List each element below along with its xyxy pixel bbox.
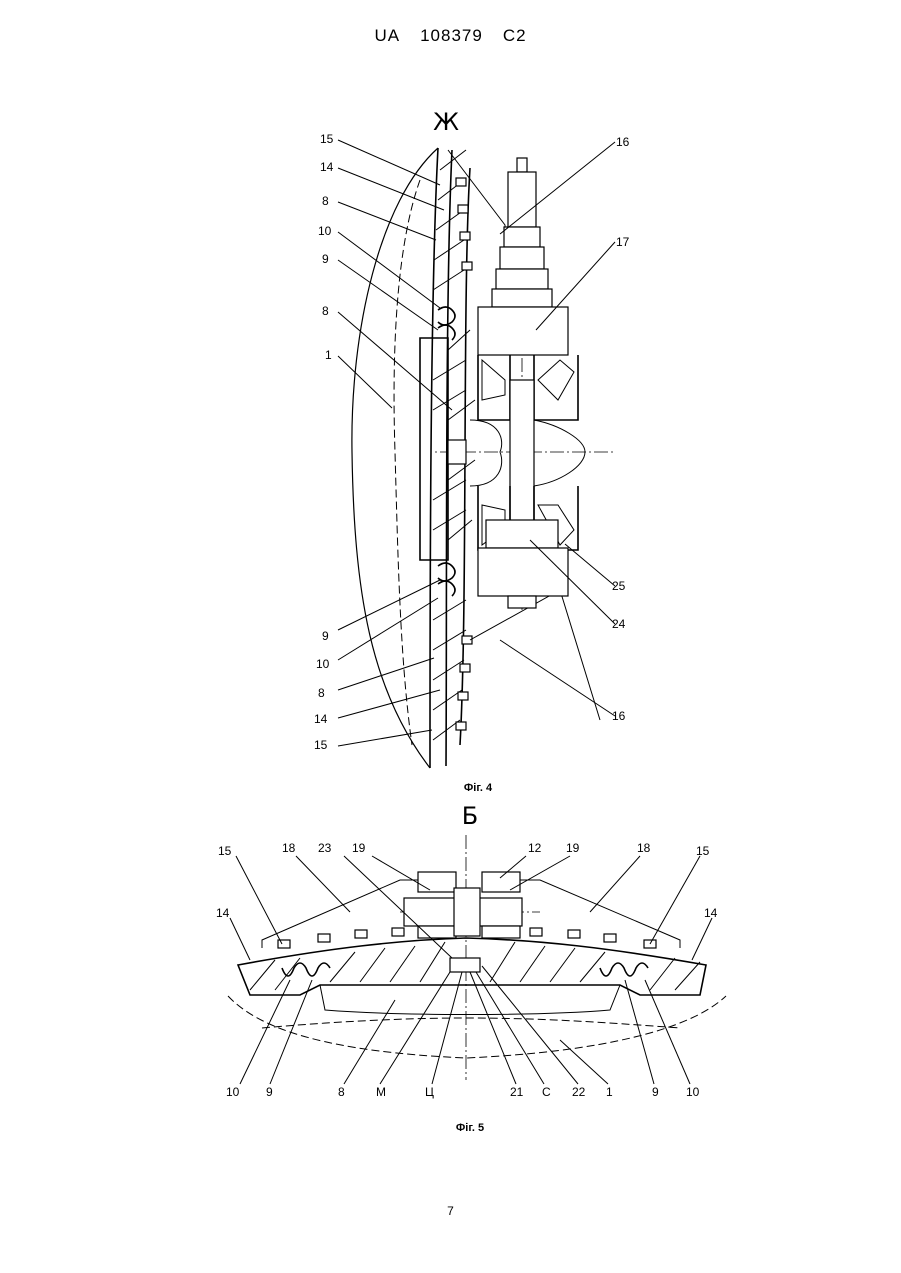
fig4-plate-hatching [448,330,475,540]
fig5-caption: Фіг. 5 [456,1122,484,1134]
figure-4-drawing: Ж [0,0,901,800]
fig5-label: 8 [338,1085,345,1099]
fig5-body-inner [262,1018,680,1028]
fig4-label: 17 [616,235,630,249]
fig5-bracket-left [262,880,440,948]
fig4-label: 14 [320,160,334,174]
fig4-label: 25 [612,579,626,593]
fig5-label: 19 [566,841,580,855]
fig5-seal-right [600,963,648,976]
page-number: 7 [0,1204,901,1218]
fig5-label: 18 [637,841,651,855]
fig5-main-plate [238,938,706,995]
fig5-label: 9 [266,1085,273,1099]
fig4-label: 9 [322,629,329,643]
fig5-bolts [278,928,656,948]
fig4-housing-lower [478,548,568,596]
fig5-tread-8 [320,985,620,1015]
fig4-label: 15 [320,132,334,146]
fig5-label: 1 [606,1085,613,1099]
fig4-view-letter: Ж [433,108,459,136]
fig5-label: 14 [704,906,718,920]
fig5-body-hidden [228,996,726,1058]
fig4-label: 8 [318,686,325,700]
fig5-label: 12 [528,841,542,855]
fig5-label: Ц [425,1085,434,1099]
fig5-view-letter: Б [462,802,478,830]
fig4-label: 1 [325,348,332,362]
fig5-bracket-right [500,880,680,948]
fig5-label: 23 [318,841,332,855]
fig5-label: 21 [510,1085,524,1099]
fig4-bearing-24 [486,520,558,548]
fig5-label: 15 [218,844,232,858]
fig4-shaft-top [492,158,552,307]
fig4-main-shaft [510,380,534,530]
fig4-label: 10 [316,657,330,671]
fig5-label: 10 [686,1085,700,1099]
fig5-leaders-bottom [240,966,690,1084]
fig4-bracket-lower [470,590,600,720]
fig4-label: 15 [314,738,328,752]
fig4-label: 16 [612,709,626,723]
fig4-label: 14 [314,712,328,726]
fig5-plate-hatching [250,942,700,990]
fig4-seal-upper [438,307,455,340]
fig5-label: 14 [216,906,230,920]
fig5-leaders-top [230,856,712,960]
fig5-label: 18 [282,841,296,855]
fig5-label: 10 [226,1085,240,1099]
fig5-label: 15 [696,844,710,858]
fig4-label: 10 [318,224,332,238]
fig4-caption: Фіг. 4 [464,782,493,794]
fig4-label: 24 [612,617,626,631]
fig4-center-plug [448,440,466,464]
fig4-label: 8 [322,194,329,208]
fig4-shaft-bottom [508,596,536,608]
fig4-gap-right [534,420,585,486]
fig4-gap-left [470,420,502,486]
fig5-label: 22 [572,1085,586,1099]
fig5-central-hub [404,872,522,972]
fig5-label: М [376,1085,386,1099]
fig5-label: 19 [352,841,366,855]
fig4-label: 16 [616,135,630,149]
fig4-label: 9 [322,252,329,266]
fig4-housing-17 [478,307,568,355]
fig5-label: С [542,1085,551,1099]
fig4-label: 8 [322,304,329,318]
fig5-seal-left [282,963,330,976]
fig5-label: 9 [652,1085,659,1099]
